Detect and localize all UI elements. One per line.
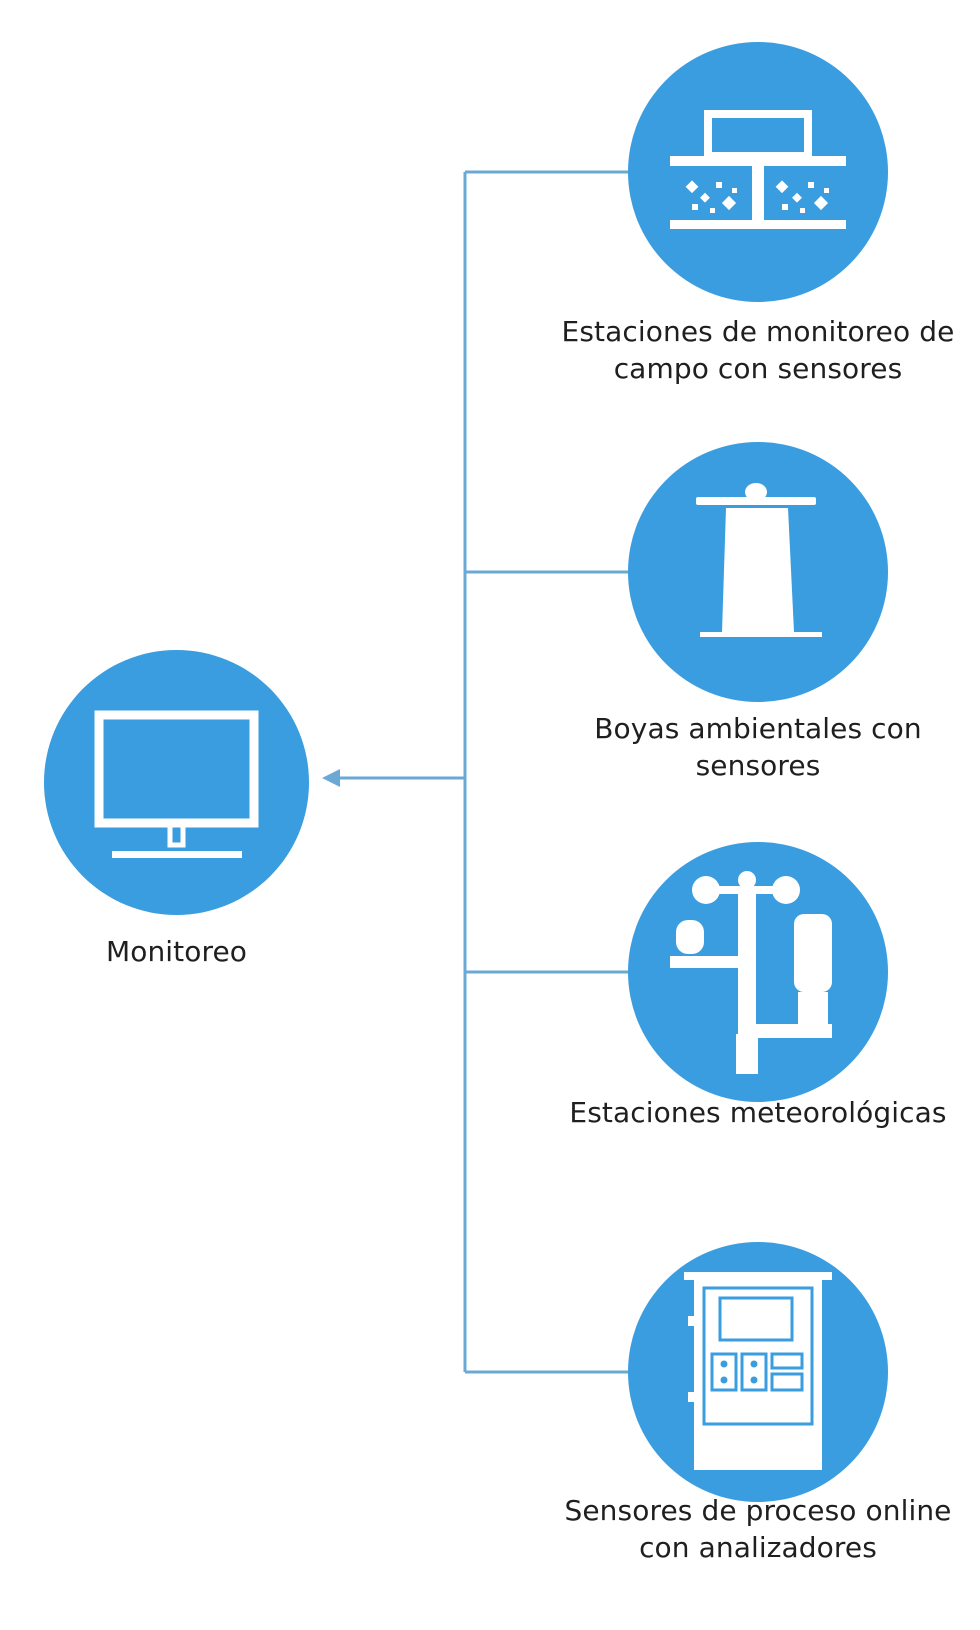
analyzer-cabinet-icon bbox=[628, 1242, 888, 1502]
source-label-3-line-1: Estaciones meteorológicas bbox=[569, 1096, 947, 1129]
buoy-icon bbox=[628, 442, 888, 702]
source-label-1-line-1: Estaciones de monitoreo de bbox=[561, 315, 955, 348]
source-label-3: Estaciones meteorológicas bbox=[538, 1094, 978, 1131]
source-label-1-line-2: campo con sensores bbox=[613, 352, 903, 385]
source-label-2: Boyas ambientales con sensores bbox=[578, 710, 938, 784]
source-label-4-line-1: Sensores de proceso online bbox=[564, 1494, 952, 1527]
center-label: Monitoreo bbox=[105, 935, 248, 968]
weather-station-icon bbox=[628, 842, 888, 1102]
source-label-2-line-1: Boyas ambientales con bbox=[594, 712, 922, 745]
arrow-head-icon bbox=[322, 769, 340, 787]
source-label-2-line-2: sensores bbox=[695, 749, 821, 782]
source-label-1: Estaciones de monitoreo de campo con sen… bbox=[538, 313, 978, 387]
source-label-4-line-2: con analizadores bbox=[639, 1531, 877, 1564]
source-label-4: Sensores de proceso online con analizado… bbox=[538, 1492, 978, 1566]
monitor-icon bbox=[44, 650, 309, 915]
field-station-icon bbox=[628, 42, 888, 302]
